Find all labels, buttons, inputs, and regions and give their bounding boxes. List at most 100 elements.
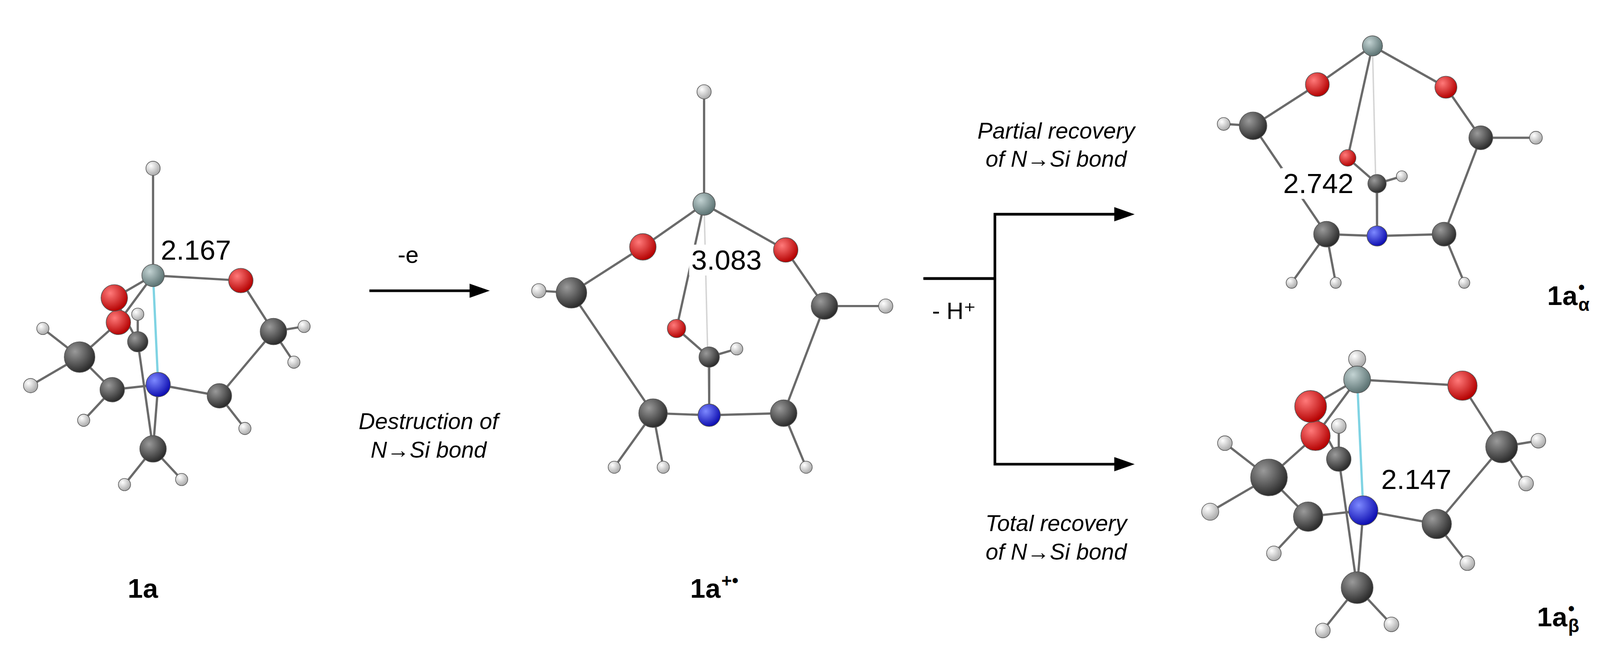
- atom-ball: [1469, 126, 1494, 151]
- atom-ball: [1362, 35, 1383, 57]
- label-anchor: Destruction of N→Si bond: [356, 407, 501, 465]
- atom-ball: [145, 372, 171, 398]
- atom-ball: [36, 322, 49, 335]
- label-anchor: Partial recovery of N→Si bond: [975, 116, 1137, 174]
- atom-ball: [1421, 509, 1452, 539]
- atom-ball: [1286, 277, 1298, 289]
- molecule-model: [1201, 350, 1546, 639]
- atom-ball: [106, 310, 131, 335]
- atom-ball: [531, 283, 547, 299]
- atom-ball: [228, 268, 253, 293]
- molecule-model: [1217, 35, 1543, 289]
- atom-ball: [1435, 76, 1458, 99]
- atom-ball: [141, 264, 165, 287]
- bond-distance: 2.742: [1280, 168, 1356, 199]
- atom-ball: [693, 192, 716, 216]
- label-anchor: Total recovery of N→Si bond: [984, 509, 1129, 567]
- molecule-node: 2.167 1a: [4, 142, 370, 613]
- atom-ball: [118, 478, 131, 491]
- bond-distance: 3.083: [688, 244, 764, 276]
- compound-script: +•: [721, 572, 739, 590]
- compound-number: 1a: [127, 575, 159, 603]
- atom-ball: [556, 277, 587, 309]
- atom-ball: [1348, 495, 1378, 526]
- atom-ball: [730, 342, 743, 355]
- edge-label-anchor: -e: [395, 242, 421, 268]
- bond-line: [1347, 45, 1373, 158]
- atom-ball: [23, 378, 39, 393]
- bond-line: [137, 341, 154, 449]
- atom-ball: [1458, 277, 1470, 289]
- reaction-step: - H⁺: [930, 298, 979, 325]
- atom-ball: [1485, 431, 1518, 463]
- atom-ball: [1293, 502, 1324, 532]
- compound-label: 1a: [127, 575, 159, 603]
- bond-line: [153, 275, 242, 281]
- si-n-contact: [1372, 45, 1377, 236]
- atom-ball: [145, 161, 161, 176]
- atom-ball: [1459, 555, 1475, 571]
- atom-ball: [1529, 131, 1542, 145]
- atom-ball: [1330, 277, 1342, 289]
- atom-ball: [139, 435, 167, 463]
- reaction-note: Destruction of N→Si bond: [356, 407, 501, 465]
- atom-ball: [175, 473, 188, 486]
- reaction-arrow: [369, 289, 482, 293]
- bond-line: [1338, 459, 1358, 588]
- atom-ball: [811, 292, 839, 320]
- reaction-arrow: [923, 278, 1127, 465]
- label-anchor: - H⁺: [930, 298, 979, 325]
- atom-ball: [1326, 446, 1352, 472]
- script-stack: +•: [721, 580, 739, 598]
- atom-ball: [1367, 225, 1388, 247]
- atom-ball: [100, 377, 125, 403]
- si-n-contact: [1357, 379, 1364, 511]
- compound-script: •: [1568, 600, 1580, 618]
- atom-ball: [1339, 149, 1356, 166]
- compound-label: 1a+•: [690, 575, 739, 603]
- atom-ball: [657, 461, 670, 474]
- atom-ball: [800, 461, 813, 474]
- distance-anchor: 2.147: [1378, 464, 1454, 495]
- atom-ball: [1305, 72, 1330, 97]
- atom-ball: [287, 356, 301, 369]
- atom-ball: [1266, 546, 1281, 561]
- bond-line: [1444, 137, 1481, 235]
- compound-number: 1a: [1536, 603, 1568, 631]
- atom-ball: [697, 84, 712, 100]
- bond-line: [783, 305, 825, 413]
- compound-script: •: [1578, 278, 1590, 296]
- bond-distance: 2.167: [158, 234, 234, 266]
- atom-ball: [667, 319, 686, 339]
- atom-ball: [773, 237, 798, 263]
- atom-ball: [131, 308, 144, 321]
- atom-ball: [698, 404, 721, 427]
- bond-line: [1357, 379, 1463, 386]
- reaction-arrow: [923, 214, 1127, 279]
- atom-ball: [77, 414, 90, 427]
- compound-label: 1a•β: [1536, 600, 1580, 635]
- atom-ball: [1531, 433, 1546, 448]
- atom-ball: [698, 346, 720, 368]
- atom-ball: [1217, 117, 1231, 131]
- atom-ball: [1239, 111, 1267, 140]
- compound-label: 1a•α: [1547, 278, 1590, 314]
- atom-ball: [1217, 436, 1232, 451]
- atom-ball: [1396, 170, 1408, 182]
- molecule-node: 2.742 1a•α: [1134, 4, 1597, 319]
- edge-label: -e: [395, 242, 421, 268]
- atom-ball: [608, 461, 621, 474]
- atom-ball: [1367, 174, 1387, 194]
- si-n-contact: [153, 275, 159, 385]
- molecule-node: 2.147 1a•β: [1134, 324, 1597, 645]
- si-n-contact: [703, 203, 709, 416]
- atom-ball: [297, 320, 311, 333]
- atom-ball: [1518, 476, 1534, 491]
- reaction-note: Partial recovery of N→Si bond: [975, 116, 1137, 174]
- atom-ball: [127, 331, 148, 353]
- atom-ball: [64, 341, 96, 373]
- atom-ball: [1294, 390, 1327, 423]
- bond-line: [703, 92, 706, 205]
